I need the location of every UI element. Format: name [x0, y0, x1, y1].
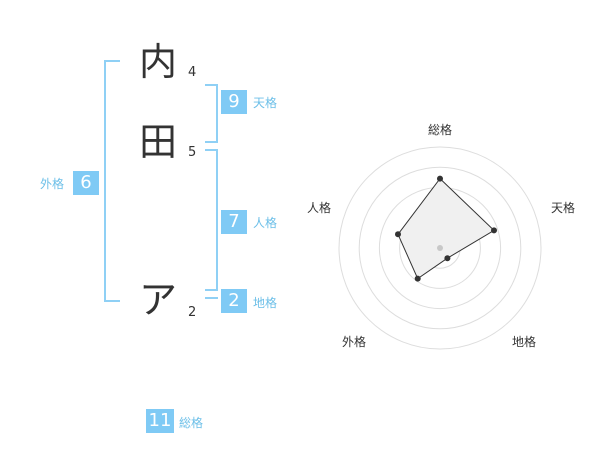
name-char-2: 田 [138, 120, 177, 164]
radar-point-3 [414, 275, 421, 282]
radar-point-0 [437, 175, 443, 182]
name-char-1: 内 [138, 40, 177, 84]
jin-label: 人格 [253, 216, 278, 230]
radar-data-polygon [397, 177, 495, 280]
radar-point-2 [444, 255, 451, 262]
radar-axis-label-gai: 外格 [342, 334, 366, 349]
radar-point-4 [395, 231, 401, 238]
radar-axis-label-sou: 総格 [428, 122, 452, 137]
stroke-count-3: 2 [188, 305, 197, 320]
outer-bracket [104, 60, 120, 302]
ten-bracket [205, 84, 218, 143]
radar-axis-label-ten: 天格 [551, 200, 575, 215]
jin-value-box: 7 [221, 210, 247, 234]
radar-grid-ring-4 [358, 166, 522, 330]
sou-value-box: 11 [146, 409, 174, 433]
ten-value-box: 9 [221, 90, 247, 114]
name-char-3: ア [138, 278, 177, 322]
radar-axis-label-jin: 人格 [307, 200, 331, 215]
sou-label: 総格 [179, 416, 204, 430]
chi-bracket [205, 297, 218, 299]
jin-bracket [205, 149, 218, 291]
chi-value-box: 2 [221, 289, 247, 313]
radar-grid-ring-5 [338, 146, 542, 350]
radar-point-1 [491, 227, 497, 234]
radar-center-dot [437, 245, 443, 251]
chi-label: 地格 [253, 296, 278, 310]
gai-value-box: 6 [73, 171, 99, 195]
stroke-count-2: 5 [188, 145, 197, 160]
gai-label: 外格 [40, 177, 65, 191]
stroke-count-1: 4 [188, 65, 197, 80]
radar-axis-label-chi: 地格 [512, 334, 536, 349]
ten-label: 天格 [253, 96, 278, 110]
